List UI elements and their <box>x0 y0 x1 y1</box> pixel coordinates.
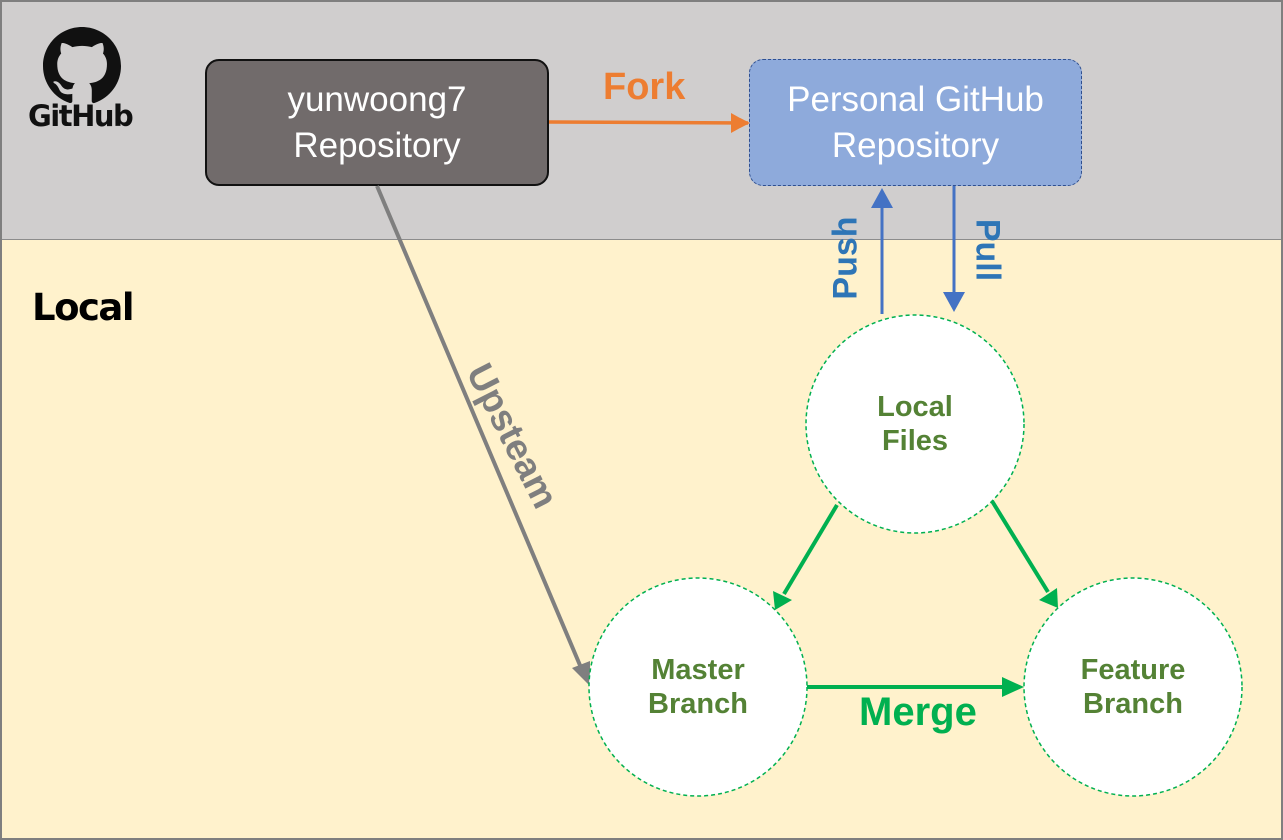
personal-repository-name: Personal GitHub <box>787 79 1044 119</box>
push-label: Push <box>826 216 865 300</box>
upstream-repository-box: yunwoong7 Repository <box>205 59 549 186</box>
local-to-feature-arrow <box>990 499 1050 594</box>
local-files-node <box>805 314 1025 534</box>
pull-label: Pull <box>968 218 1007 282</box>
local-files-line2: Files <box>881 425 949 457</box>
personal-repository-label: Repository <box>831 125 1000 165</box>
master-branch-node <box>588 577 808 797</box>
local-files-label: Local Files <box>815 371 1015 477</box>
github-octocat-icon <box>30 27 140 142</box>
merge-label: Merge <box>859 690 977 734</box>
master-branch-line2: Branch <box>648 688 748 720</box>
master-branch-line1: Master <box>651 654 745 686</box>
master-branch-label: Master Branch <box>598 634 798 740</box>
fork-label: Fork <box>603 66 686 108</box>
upstream-arrow <box>375 185 584 671</box>
upstream-repository-name: yunwoong7 <box>287 79 467 119</box>
local-region-title: Local <box>32 286 135 329</box>
fork-arrow <box>548 117 750 128</box>
feature-branch-label: Feature Branch <box>1033 634 1233 740</box>
feature-branch-node <box>1023 577 1243 797</box>
local-files-line1: Local <box>877 391 953 423</box>
github-logo-text: GitHub <box>28 99 134 133</box>
local-to-master-arrow <box>782 503 839 596</box>
personal-repository-box: Personal GitHub Repository <box>749 59 1082 186</box>
feature-branch-line2: Branch <box>1083 688 1183 720</box>
upstream-repository-label: Repository <box>293 125 461 165</box>
feature-branch-line1: Feature <box>1080 654 1186 686</box>
